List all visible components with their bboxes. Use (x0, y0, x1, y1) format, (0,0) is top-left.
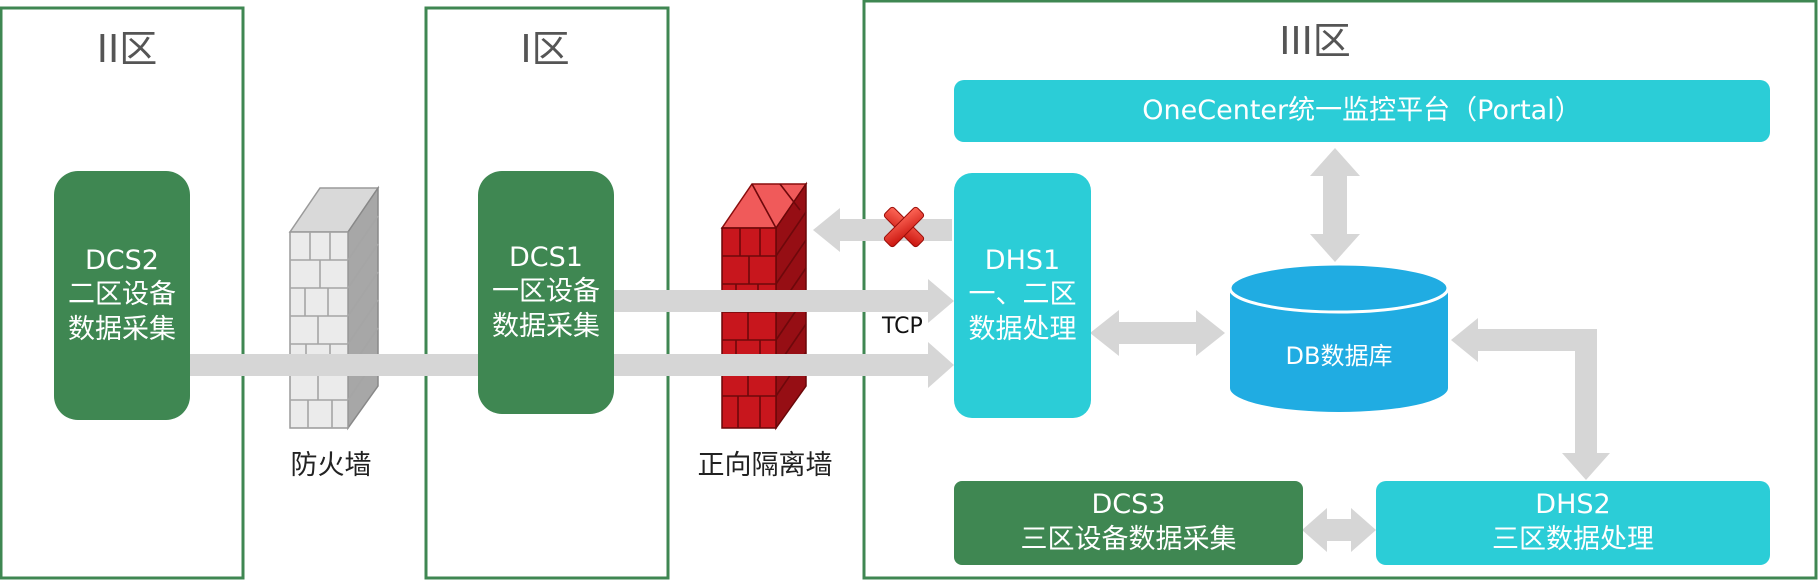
dcs1-node[interactable]: DCS1 一区设备 数据采集 (478, 171, 614, 414)
dcs2-line2: 二区设备 (68, 279, 176, 311)
zone-ii-title: II区 (96, 27, 158, 71)
zone-ii-frame (0, 6, 245, 580)
db-label: DB数据库 (1285, 342, 1393, 370)
arrow-onecenter-db (1310, 148, 1360, 262)
dhs2-node[interactable]: DHS2 三区数据处理 (1376, 481, 1770, 565)
dcs3-line2: 三区设备数据采集 (1020, 524, 1237, 555)
arrow-dcs1-to-dhs1 (614, 279, 954, 323)
db-cylinder (1228, 262, 1450, 412)
dhs1-title: DHS1 (984, 244, 1061, 276)
dcs1-line2: 一区设备 (492, 276, 600, 308)
arrow-dhs1-db (1090, 310, 1225, 356)
firewall-label: 防火墙 (290, 450, 372, 481)
arrow-db-dhs2 (1451, 318, 1610, 480)
dcs3-title: DCS3 (1091, 489, 1166, 521)
dcs2-line3: 数据采集 (68, 313, 176, 345)
dhs2-line2: 三区数据处理 (1492, 524, 1654, 555)
dhs1-node[interactable]: DHS1 一、二区 数据处理 (954, 173, 1091, 418)
arrow-dcs3-dhs2 (1302, 508, 1376, 552)
dcs1-title: DCS1 (509, 241, 583, 273)
zone-iii-title: III区 (1279, 19, 1351, 63)
onecenter-label: OneCenter统一监控平台（Portal） (1142, 94, 1582, 126)
dhs2-title: DHS2 (1535, 489, 1611, 521)
dcs2-node[interactable]: DCS2 二区设备 数据采集 (54, 171, 190, 420)
dcs2-title: DCS2 (85, 244, 159, 276)
blocked-x-icon (883, 206, 925, 248)
dcs1-line3: 数据采集 (492, 310, 600, 342)
zone-i-title: I区 (520, 27, 570, 71)
dhs1-line2: 一、二区 (968, 279, 1077, 311)
zone-iii-frame (862, 0, 1818, 580)
dhs1-line3: 数据处理 (968, 313, 1077, 345)
onecenter-portal-node[interactable]: OneCenter统一监控平台（Portal） (954, 80, 1770, 142)
isolation-wall-label: 正向隔离墙 (697, 450, 833, 481)
dcs3-node[interactable]: DCS3 三区设备数据采集 (954, 481, 1303, 565)
arrow-dhs1-to-isolation-blocked (813, 208, 952, 252)
tcp-label: TCP (882, 314, 923, 339)
firewall-icon (288, 185, 380, 431)
